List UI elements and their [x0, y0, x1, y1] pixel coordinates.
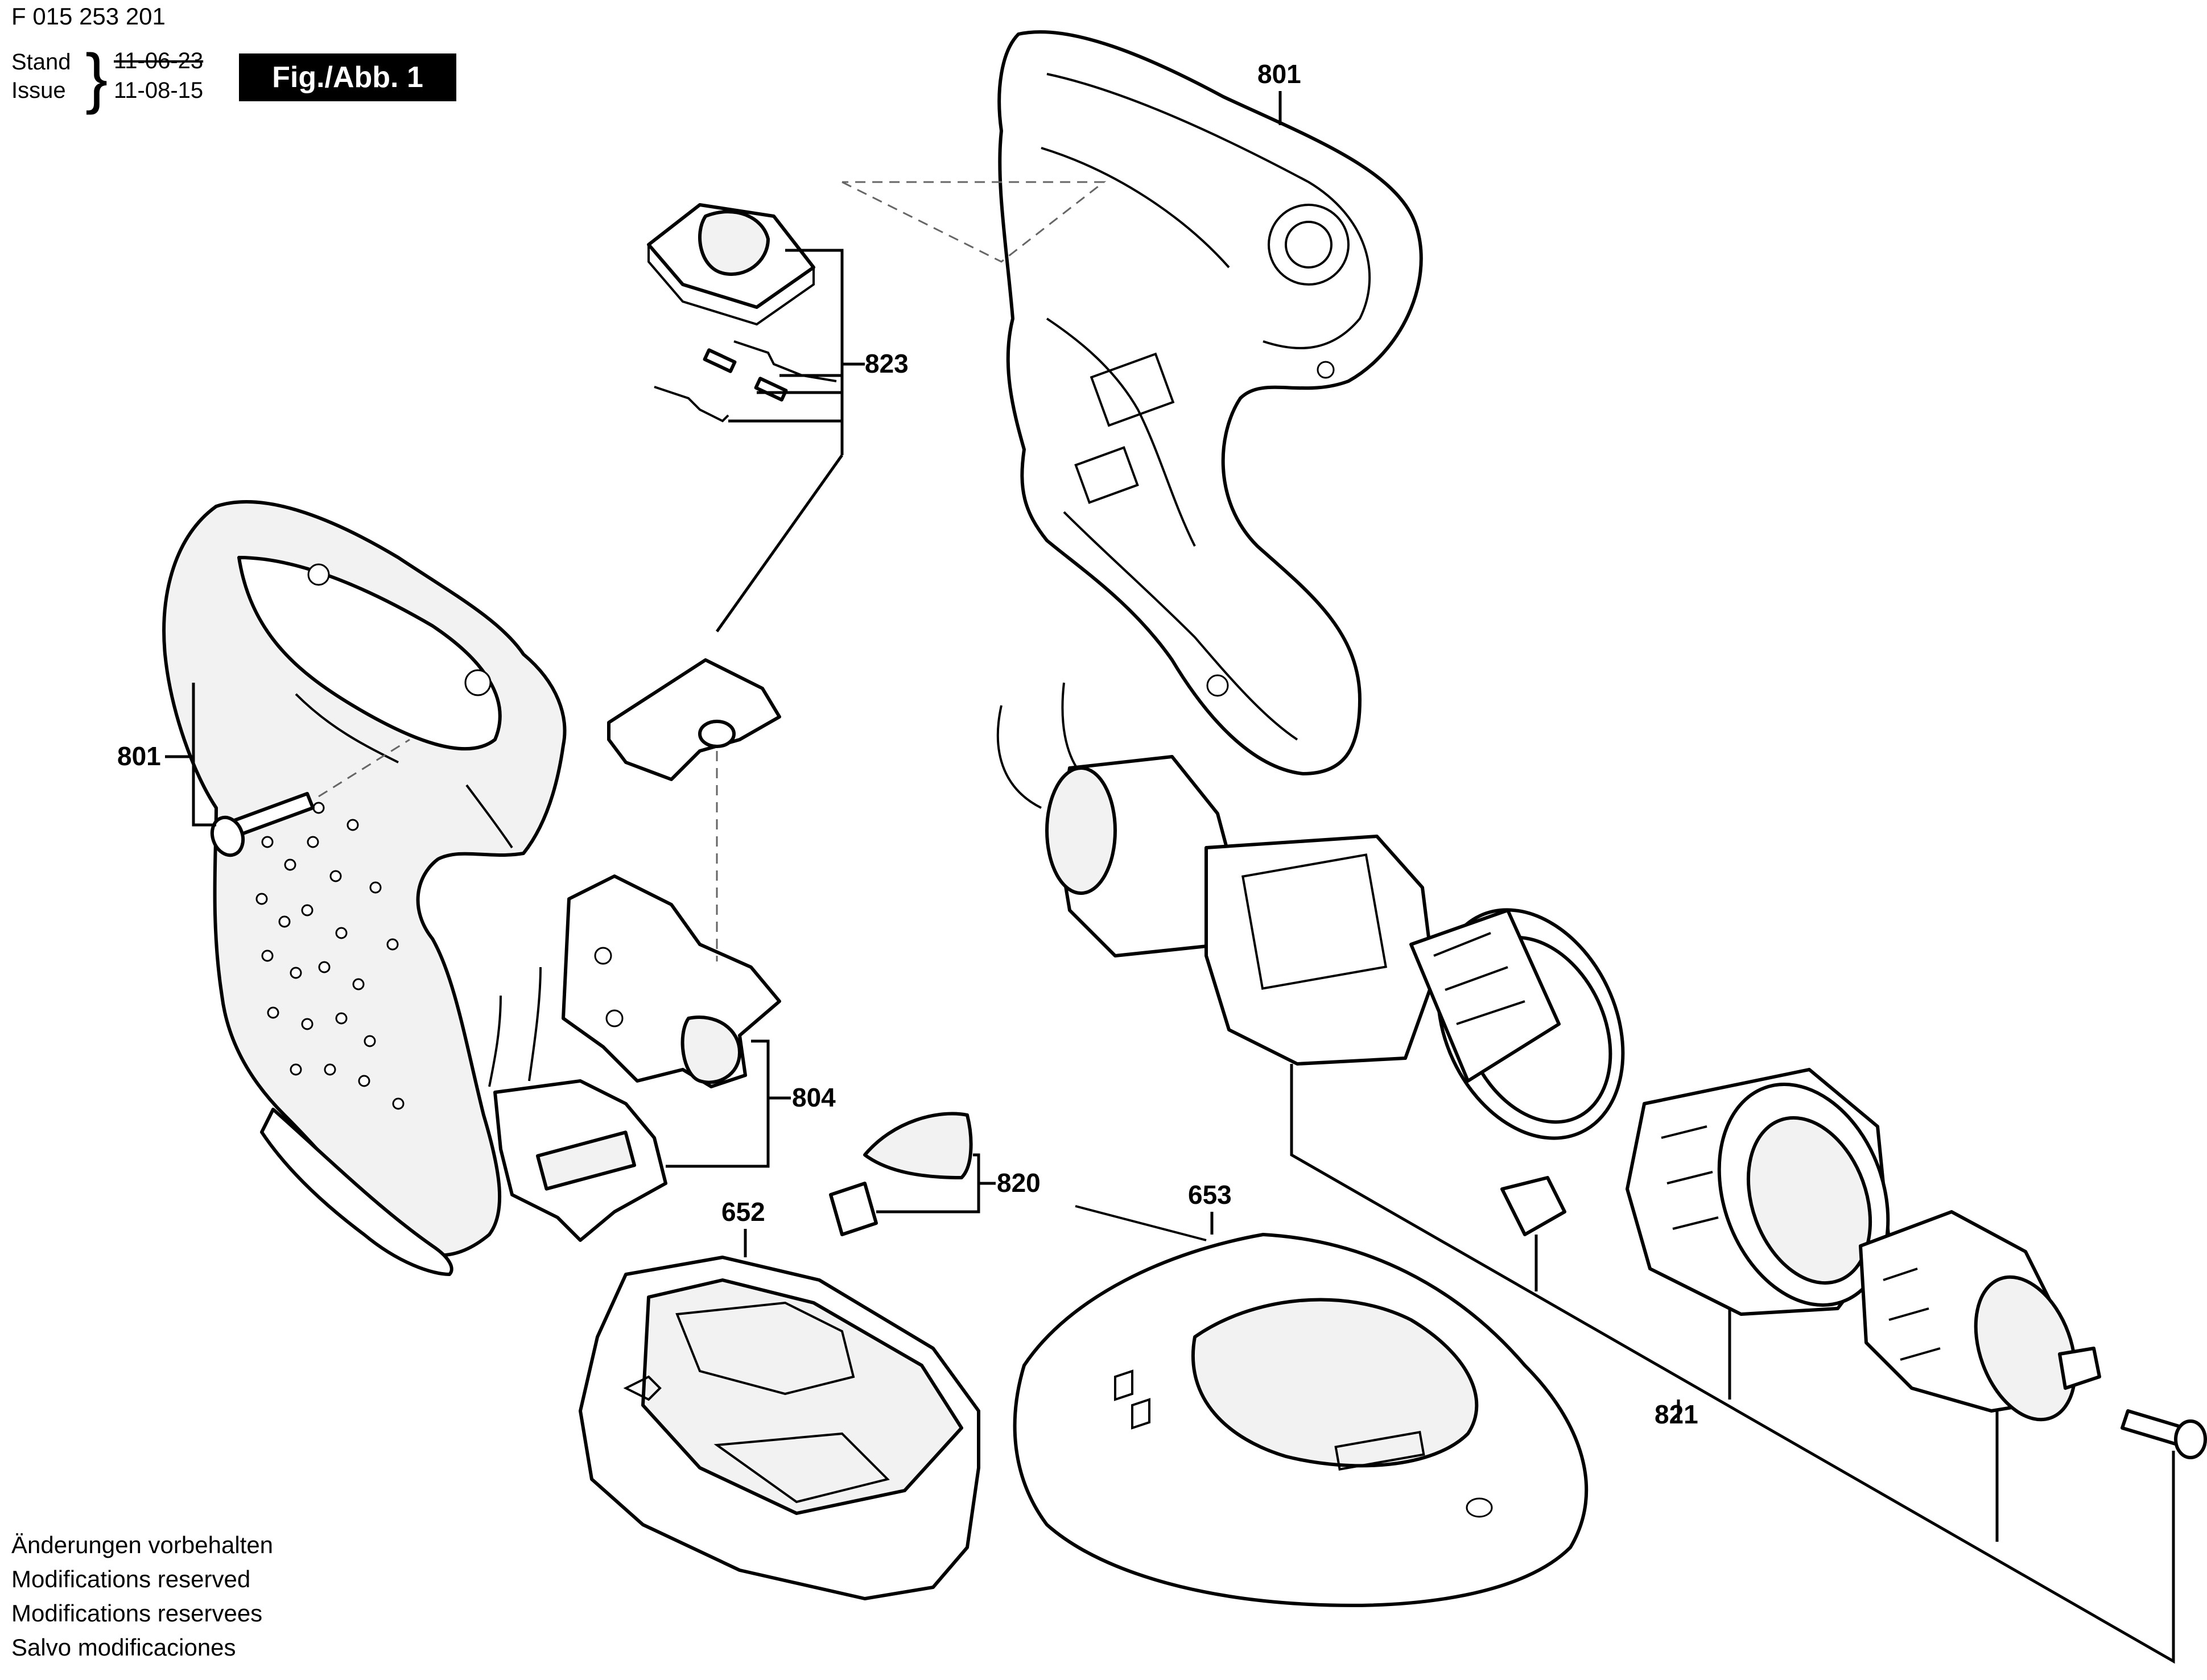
leader-804 [666, 1039, 791, 1168]
document-number: F 015 253 201 [11, 3, 166, 30]
housing-screw [210, 792, 315, 857]
housing-left-half [162, 500, 567, 1276]
battery-pack [579, 1256, 980, 1600]
callout-820: 820 [997, 1168, 1041, 1198]
callout-801-left: 801 [117, 741, 161, 771]
leader-821 [1290, 1064, 2175, 1664]
trigger-switch [488, 874, 781, 1242]
leader-820 [876, 1153, 996, 1213]
drill-chuck [1859, 1210, 2101, 1422]
switch-cover [647, 203, 815, 326]
callout-821: 821 [1655, 1400, 1698, 1429]
stand-date: 11-06-23 [114, 48, 204, 73]
leader-801-left [165, 683, 216, 827]
callout-804: 804 [792, 1083, 836, 1112]
callout-652: 652 [721, 1197, 765, 1227]
footer-notes: Änderungen vorbehalten Modifications res… [11, 1528, 273, 1665]
charger [1013, 1205, 1589, 1607]
callout-653: 653 [1188, 1180, 1232, 1210]
grip-texture [255, 802, 405, 1110]
direction-slider [607, 658, 781, 781]
direction-lever [829, 1112, 973, 1236]
issue-date: 11-08-15 [114, 78, 204, 103]
note-es: Salvo modificaciones [11, 1634, 236, 1661]
chuck-screw [2121, 1409, 2207, 1459]
dashed-link-housing [841, 181, 1107, 263]
stand-label: Stand [11, 49, 71, 75]
issue-label: Issue [11, 78, 66, 103]
callout-823: 823 [865, 349, 909, 378]
clamp-ring [1500, 1176, 1566, 1236]
brace-glyph: } [85, 40, 108, 115]
spring-parts [654, 340, 837, 423]
figure-label: Fig./Abb. 1 [239, 53, 456, 101]
motor-gearbox [996, 682, 1625, 1140]
note-fr: Modifications reservees [11, 1600, 263, 1627]
note-de: Änderungen vorbehalten [11, 1532, 274, 1558]
housing-right-half [997, 30, 1423, 775]
dashed-link-screw [318, 738, 410, 798]
callout-801-top: 801 [1257, 59, 1301, 89]
note-en: Modifications reserved [11, 1566, 251, 1592]
torque-sleeve [1626, 1068, 1891, 1316]
leader-823 [715, 249, 865, 633]
